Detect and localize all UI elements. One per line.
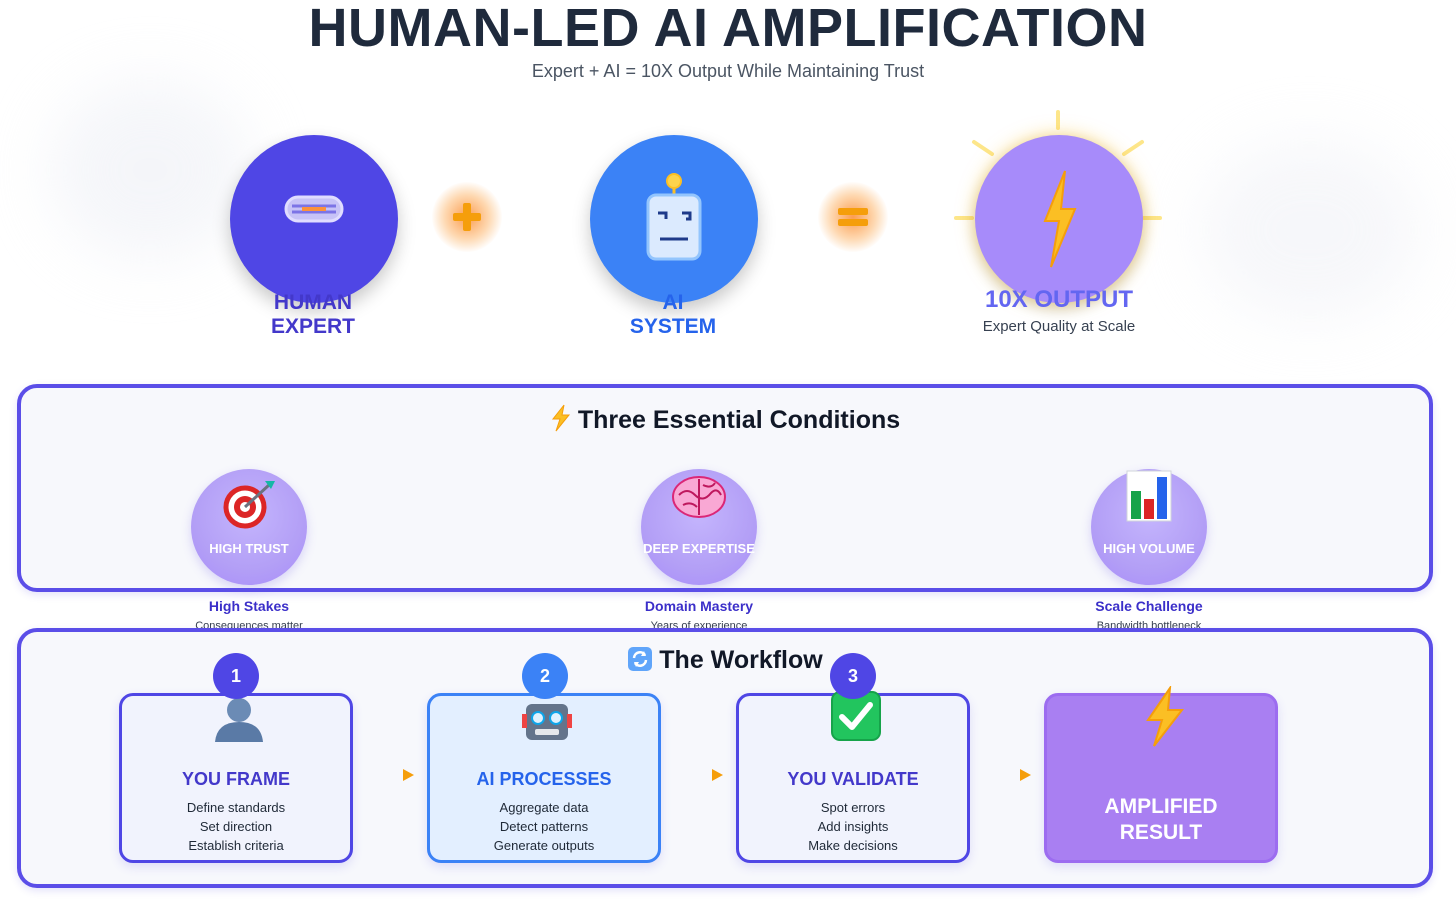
equals-operator xyxy=(818,182,888,252)
condition-tag: DEEP EXPERTISE xyxy=(643,541,755,556)
step-card-validate: YOU VALIDATE Spot errors Add insights Ma… xyxy=(736,691,970,863)
step-line: Define standards xyxy=(186,800,286,815)
ai-system-circle xyxy=(590,135,758,303)
condition-name: High Stakes xyxy=(208,598,290,614)
step-number-badge: 2 xyxy=(522,653,568,699)
step-line: Establish criteria xyxy=(188,838,284,853)
step-line: Make decisions xyxy=(808,838,898,853)
output-label: 10X OUTPUT xyxy=(984,286,1134,313)
step-line: Spot errors xyxy=(820,800,886,815)
condition-tag: HIGH TRUST xyxy=(209,541,289,556)
brain-icon xyxy=(672,476,726,518)
step-line: Detect patterns xyxy=(499,819,589,834)
ai-label-line2: SYSTEM xyxy=(629,315,717,338)
step-line: Aggregate data xyxy=(499,800,589,815)
step-number-badge: 3 xyxy=(830,653,876,699)
condition-tag: HIGH VOLUME xyxy=(1103,541,1195,556)
condition-name: Domain Mastery xyxy=(644,598,754,614)
human-expert-circle xyxy=(230,135,398,303)
conditions-title: Three Essential Conditions xyxy=(21,404,1429,435)
workflow-title: The Workflow xyxy=(21,646,1429,675)
condition-subtext: Bandwidth bottleneck xyxy=(1096,620,1202,630)
result-card: AMPLIFIED RESULT xyxy=(1044,686,1278,863)
step-title: AI PROCESSES xyxy=(476,769,612,789)
human-expert-label: HUMAN EXPERT xyxy=(203,291,423,339)
condition-subtext: Years of experience xyxy=(650,620,748,630)
step-line: Set direction xyxy=(199,819,273,834)
background-glow-right xyxy=(1200,140,1420,320)
lightning-icon xyxy=(551,404,570,432)
ai-label-line1: AI xyxy=(662,291,684,314)
refresh-icon xyxy=(628,647,653,671)
page-title: HUMAN-LED AI AMPLIFICATION xyxy=(308,0,1148,58)
arrow-icon xyxy=(712,769,723,781)
plus-operator xyxy=(432,182,502,252)
output-circle xyxy=(975,135,1143,303)
workflow-title-text: The Workflow xyxy=(659,646,823,674)
step-line: Generate outputs xyxy=(493,838,595,853)
human-label-line1: HUMAN xyxy=(273,291,353,314)
condition-circle-expertise: DEEP EXPERTISE xyxy=(641,469,757,585)
bar-chart-icon xyxy=(1126,470,1172,522)
condition-circle-trust: HIGH TRUST xyxy=(191,469,307,585)
step-title: YOU VALIDATE xyxy=(787,769,919,789)
background-glow-left xyxy=(50,80,250,260)
target-icon xyxy=(223,481,275,529)
condition-subtext: Consequences matter xyxy=(195,620,303,630)
lightning-icon xyxy=(1043,170,1077,268)
equals-icon xyxy=(838,208,868,226)
person-icon xyxy=(215,698,263,742)
robot-face-icon xyxy=(646,173,702,261)
conditions-title-text: Three Essential Conditions xyxy=(577,406,901,434)
robot-icon xyxy=(522,704,572,740)
step-card-frame: YOU FRAME Define standards Set direction… xyxy=(119,693,353,863)
check-icon xyxy=(831,691,881,741)
output-sublabel: Expert Quality at Scale xyxy=(982,318,1136,335)
step-card-process: AI PROCESSES Aggregate data Detect patte… xyxy=(427,693,661,863)
page-subtitle: Expert + AI = 10X Output While Maintaini… xyxy=(531,61,925,81)
ai-system-label: AI SYSTEM xyxy=(563,291,783,339)
result-line1: AMPLIFIED xyxy=(1104,795,1218,818)
condition-name: Scale Challenge xyxy=(1095,598,1203,614)
brain-outline-icon xyxy=(284,195,344,223)
sun-rays-icon xyxy=(954,110,1162,220)
lightning-icon xyxy=(1146,686,1185,747)
plus-icon xyxy=(453,203,481,231)
step-number-badge: 1 xyxy=(213,653,259,699)
arrow-icon xyxy=(1020,769,1031,781)
step-line: Add insights xyxy=(817,819,889,834)
result-line2: RESULT xyxy=(1119,821,1203,844)
result-label: AMPLIFIED RESULT xyxy=(1047,794,1275,846)
step-title: YOU FRAME xyxy=(182,769,290,789)
arrow-icon xyxy=(403,769,414,781)
condition-circle-volume: HIGH VOLUME xyxy=(1091,469,1207,585)
human-label-line2: EXPERT xyxy=(270,315,356,338)
